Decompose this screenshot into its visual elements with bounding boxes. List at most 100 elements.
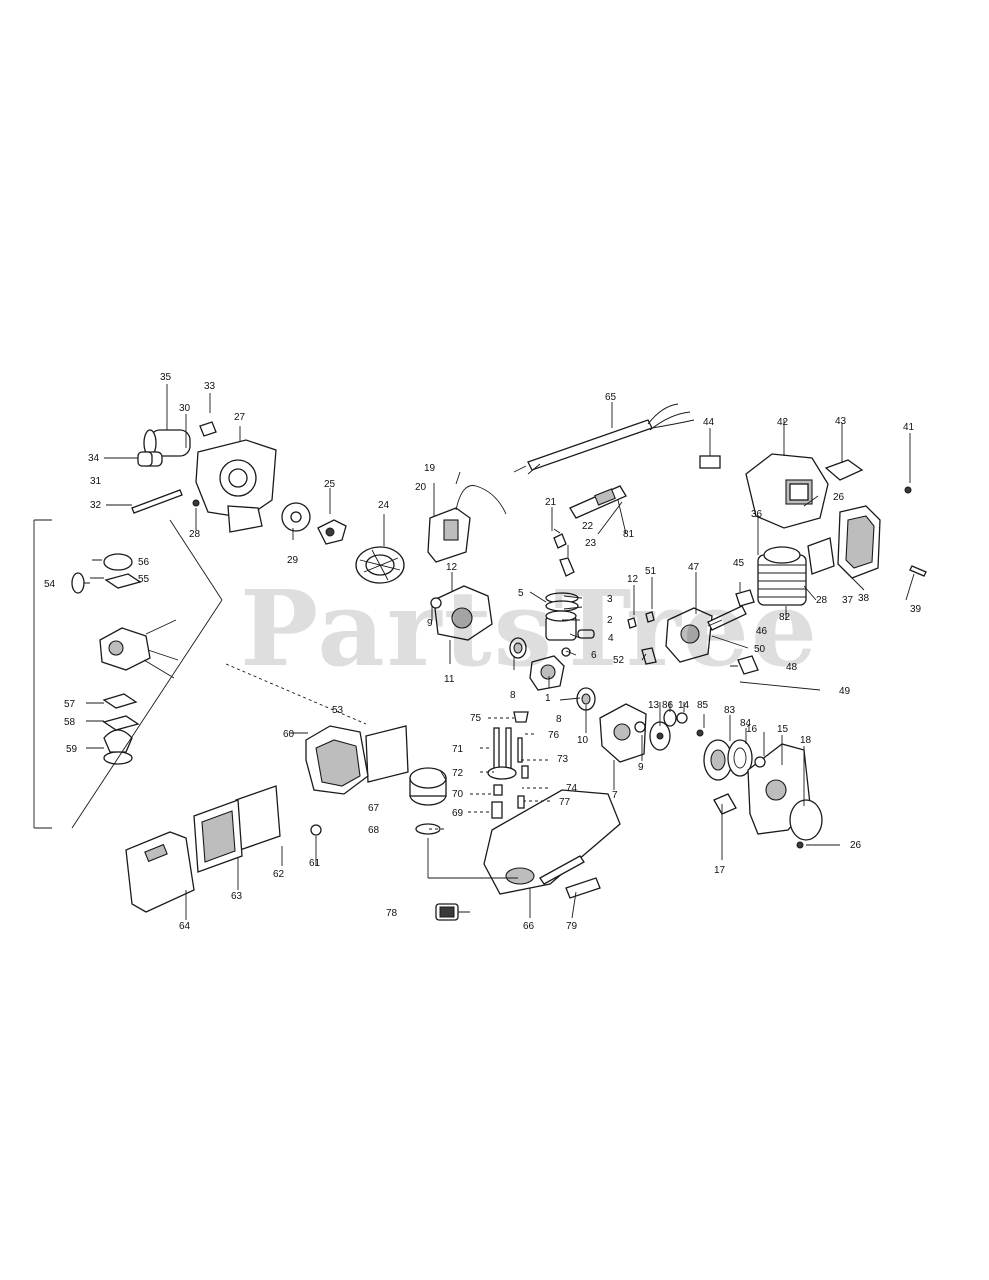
callout-26: 26 [833,492,845,503]
leader-lines [33,384,915,920]
part-62-filter [235,785,281,851]
part-53-filter-element [365,725,409,783]
callout-9b: 9 [638,762,644,773]
callout-18: 18 [800,735,812,746]
part-45-gasket [735,589,755,607]
callout-5: 5 [518,588,524,599]
part-13-pulley [649,721,671,751]
callout-28b: 28 [816,595,828,606]
callout-79: 79 [566,921,578,932]
callout-24: 24 [378,500,390,511]
part-28-screw [192,499,200,507]
callout-84: 84 [740,718,752,729]
callout-49: 49 [839,686,851,697]
part-65-wire-harness [513,403,695,475]
part-8-bearing [509,637,527,659]
part-37-gasket [807,537,835,575]
callout-37: 37 [842,595,854,606]
callout-27: 27 [234,412,246,423]
part-31-bolt [131,489,183,514]
callout-73: 73 [557,754,569,765]
callout-8: 8 [510,690,516,701]
callout-42: 42 [777,417,789,428]
callout-76: 76 [548,730,560,741]
part-38-muffler [837,505,881,579]
callout-61: 61 [309,858,321,869]
part-6-clip [561,647,571,657]
callout-72: 72 [452,768,464,779]
part-2-piston [545,610,577,641]
part-86-washer [663,709,677,727]
callout-57: 57 [64,699,76,710]
callout-25: 25 [324,479,336,490]
part-42-engine-shroud [745,453,829,529]
callout-53: 53 [332,705,344,716]
callout-7: 7 [612,790,618,801]
callout-38: 38 [858,593,870,604]
part-61-screw [310,824,322,836]
callout-22: 22 [582,521,594,532]
part-63-filter-element [193,799,243,873]
part-60-air-filter-base [305,725,369,795]
callout-10: 10 [577,735,589,746]
callout-12: 12 [446,562,458,573]
callout-labels: 35 33 30 27 34 31 32 28 25 29 24 19 20 6… [44,372,922,932]
callout-81: 81 [623,529,635,540]
part-77-valve [517,795,525,809]
part-66-fuel-tank [483,789,621,895]
part-72-grommet [487,766,517,780]
callout-34: 34 [88,453,100,464]
callout-19: 19 [424,463,436,474]
part-78-pad [435,903,459,921]
part-27-clutch-housing [195,439,277,533]
callout-59: 59 [66,744,78,755]
part-44-decal [699,455,721,469]
callout-8b: 8 [556,714,562,725]
part-67-knob [409,767,447,806]
callout-13: 13 [648,700,660,711]
part-11-crankcase-half [433,585,493,641]
callout-21: 21 [545,497,557,508]
callout-60: 60 [283,729,295,740]
callout-2: 2 [607,615,613,626]
part-48-bracket [737,655,759,675]
callout-50: 50 [754,644,766,655]
part-26b-screw [796,841,804,849]
part-41-screw [904,486,912,494]
part-52-gasket [641,647,657,665]
part-1-crankshaft [529,655,565,691]
callout-16: 16 [746,724,758,735]
part-34-bushing [137,451,153,467]
callout-69: 69 [452,808,464,819]
callout-43: 43 [835,416,847,427]
part-33-clip [199,421,217,437]
part-57-diaphragm [102,693,138,709]
part-20-ignition-module [427,485,507,563]
callout-36: 36 [751,509,763,520]
callout-55: 55 [138,574,150,585]
part-75-cap [513,711,529,723]
callout-82: 82 [779,612,791,623]
callout-6: 6 [591,650,597,661]
callout-28: 28 [189,529,201,540]
part-24-flywheel [355,546,405,584]
part-54-primer-bulb [71,572,85,594]
callout-70: 70 [452,789,464,800]
part-59-primer-bulb [103,729,133,765]
callout-66: 66 [523,921,535,932]
callout-71: 71 [452,744,464,755]
callout-29: 29 [287,555,299,566]
callout-75: 75 [470,713,482,724]
callout-11: 11 [444,674,455,685]
callout-65: 65 [605,392,617,403]
part-84-spring [727,739,753,777]
callout-32: 32 [90,500,102,511]
part-79-decal [565,877,601,899]
callout-54: 54 [44,579,56,590]
callout-31: 31 [90,476,102,487]
callout-35: 35 [160,372,172,383]
part-36-cylinder [757,546,807,606]
callout-1: 1 [545,693,551,704]
callout-47: 47 [688,562,700,573]
